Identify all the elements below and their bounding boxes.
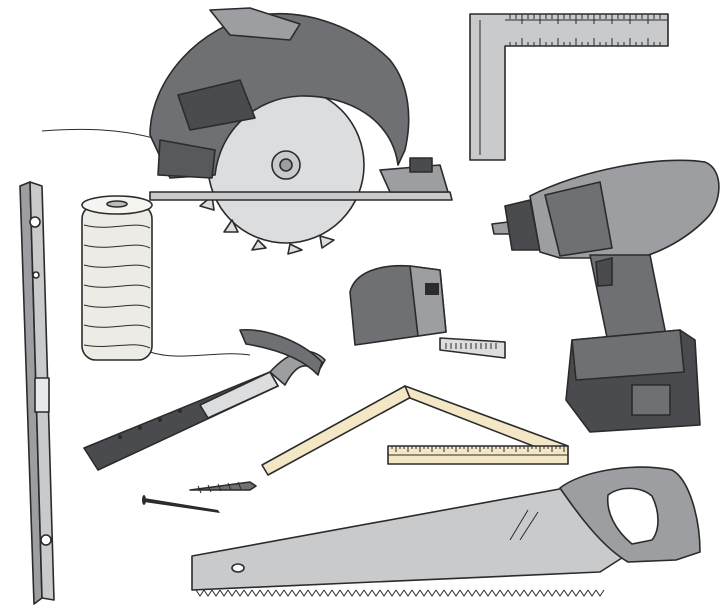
carpenter-square-icon xyxy=(469,13,669,161)
folding-ruler-icon xyxy=(261,385,569,476)
claw-hammer-icon xyxy=(83,329,326,471)
cordless-drill-icon xyxy=(491,159,720,433)
nail-icon xyxy=(142,495,220,513)
twine-spool-icon xyxy=(81,195,251,361)
tape-measure-icon xyxy=(349,264,506,359)
circular-saw-icon xyxy=(41,7,453,255)
hand-saw-icon xyxy=(191,466,701,597)
screw-icon xyxy=(189,481,257,494)
spirit-level-icon xyxy=(19,181,55,605)
